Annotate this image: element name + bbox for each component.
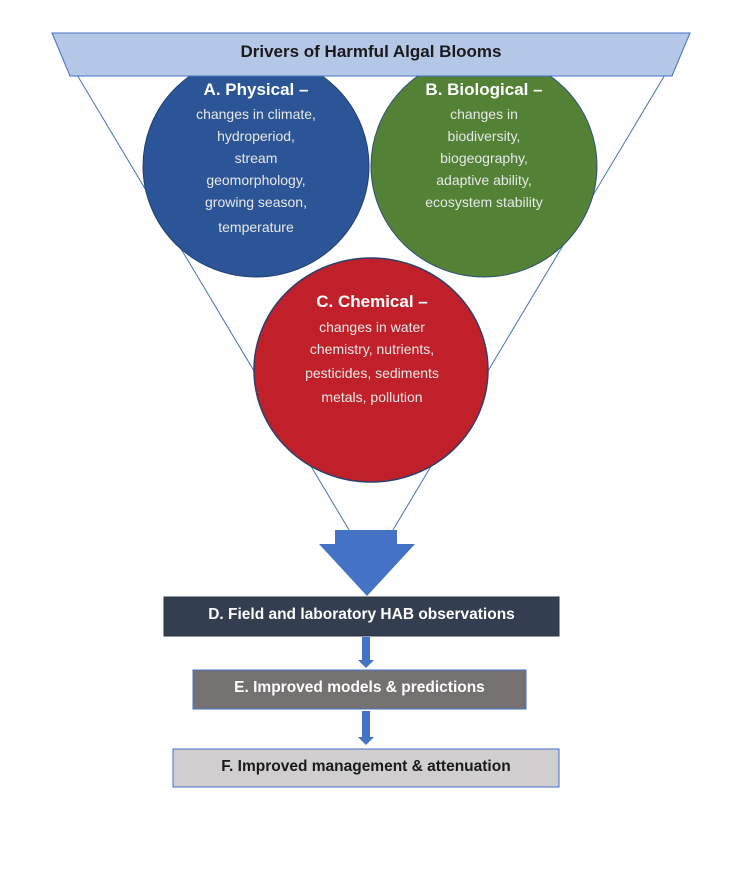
driver-chemical-title: C. Chemical – [316, 292, 428, 311]
driver-physical-line: hydroperiod, [217, 128, 295, 144]
driver-biological: B. Biological – changes in biodiversity,… [378, 80, 590, 213]
diagram-title: Drivers of Harmful Algal Blooms [240, 42, 502, 61]
driver-chemical-line: changes in water [319, 319, 425, 335]
driver-physical-line: temperature [218, 219, 294, 235]
step-d-label: D. Field and laboratory HAB observations [208, 606, 515, 623]
down-arrow-d-e [358, 637, 374, 668]
driver-biological-line: changes in [450, 106, 518, 122]
driver-chemical: C. Chemical – changes in water chemistry… [262, 292, 482, 408]
step-box-d [163, 596, 560, 637]
driver-physical-line: changes in climate, [196, 106, 316, 122]
funnel-left-edge [51, 32, 371, 566]
down-arrow-main [319, 530, 415, 596]
driver-physical-line: geomorphology, [206, 172, 306, 188]
driver-physical-line: growing season, [205, 194, 307, 210]
step-box-e [192, 669, 527, 710]
driver-biological-line: adaptive ability, [436, 172, 532, 188]
step-e-label: E. Improved models & predictions [234, 679, 485, 696]
driver-biological-line: biodiversity, [447, 128, 521, 144]
driver-biological-line: biogeography, [440, 150, 528, 166]
funnel-header [51, 32, 691, 77]
funnel-right-edge [371, 32, 691, 566]
driver-physical: A. Physical – changes in climate, hydrop… [150, 80, 362, 238]
step-f-label: F. Improved management & attenuation [221, 758, 511, 775]
driver-biological-line: ecosystem stability [425, 194, 543, 210]
driver-chemical-line: metals, pollution [321, 389, 423, 405]
driver-physical-title: A. Physical – [203, 80, 309, 99]
driver-chemical-line: chemistry, nutrients, [309, 341, 435, 357]
driver-chemical-line: pesticides, sediments [305, 365, 439, 381]
circle-chemical [253, 257, 489, 483]
driver-physical-line: stream [234, 150, 278, 166]
down-arrow-e-f [358, 711, 374, 745]
step-box-f [172, 748, 560, 788]
driver-biological-title: B. Biological – [425, 80, 543, 99]
